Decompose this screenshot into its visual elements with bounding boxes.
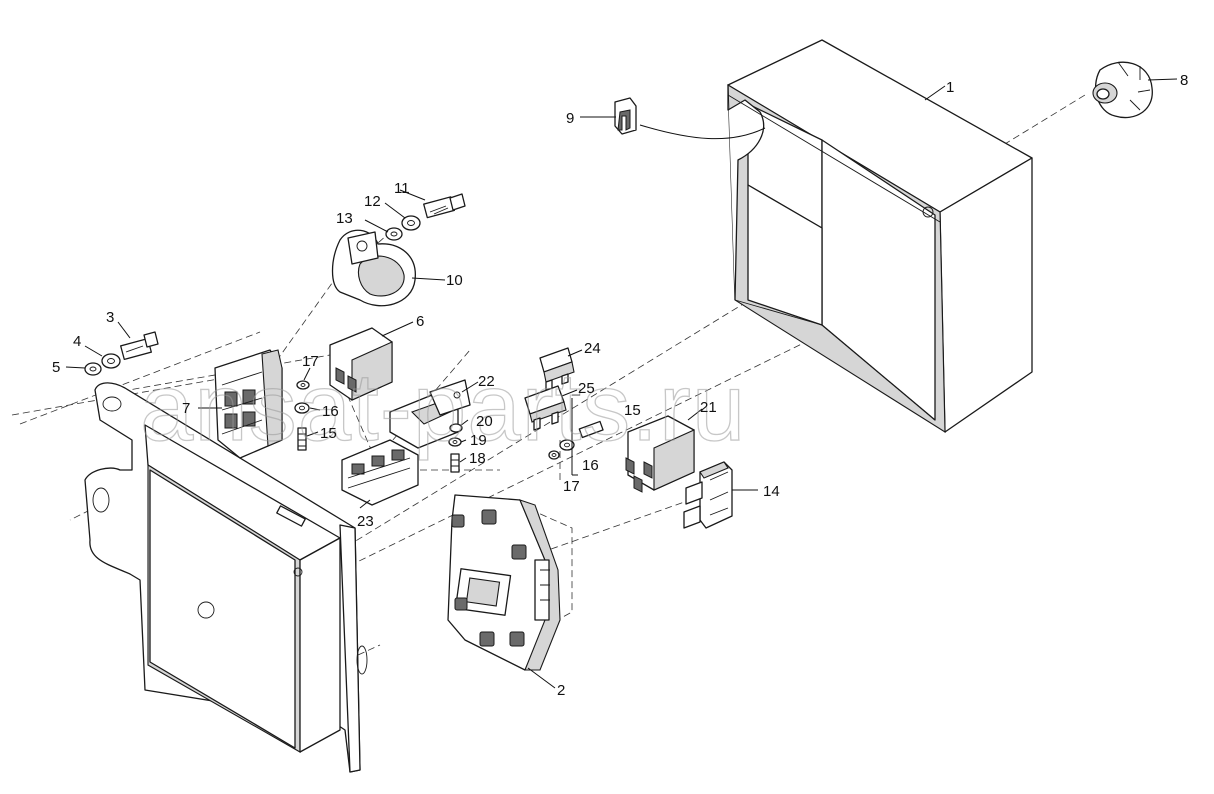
fasteners-right <box>548 420 604 460</box>
callout-16-right: 16 <box>582 457 599 474</box>
callout-20: 20 <box>476 413 493 430</box>
callout-17-right: 17 <box>563 478 580 495</box>
callout-4: 4 <box>73 333 81 350</box>
callout-8: 8 <box>1180 72 1188 89</box>
washer-4 <box>101 353 121 369</box>
fuse-block-23 <box>341 439 419 506</box>
callout-24: 24 <box>584 340 601 357</box>
callout-1: 1 <box>946 79 954 96</box>
callout-3: 3 <box>106 309 114 326</box>
mounting-bolts <box>451 509 527 647</box>
callout-labels: 1 2 3 4 5 6 7 8 9 10 11 12 13 14 15 15 1… <box>52 72 1188 699</box>
maxi-fuse-14 <box>683 461 733 529</box>
control-module <box>144 424 341 753</box>
callout-15-left: 15 <box>320 425 337 442</box>
washer-5 <box>84 362 102 376</box>
callout-5: 5 <box>52 359 60 376</box>
fasteners-left <box>294 380 310 451</box>
fasteners-middle <box>448 423 463 473</box>
clamp <box>331 229 416 307</box>
relay-6 <box>329 327 393 401</box>
blade-fuse-25 <box>524 385 567 431</box>
leader-lines <box>65 78 1178 689</box>
callout-14: 14 <box>763 483 780 500</box>
watermark: ansat-parts.ru <box>140 354 746 461</box>
callout-2: 2 <box>557 682 565 699</box>
callout-15-right: 15 <box>624 402 641 419</box>
connector-22 <box>389 379 471 449</box>
callout-7: 7 <box>182 400 190 417</box>
callout-23: 23 <box>357 513 374 530</box>
callout-9: 9 <box>566 110 574 127</box>
washer-12 <box>401 215 421 231</box>
blade-fuse-24 <box>539 347 575 391</box>
callout-22: 22 <box>478 373 495 390</box>
callout-12: 12 <box>364 193 381 210</box>
knob <box>1092 61 1153 119</box>
callout-6: 6 <box>416 313 424 330</box>
bolt-11 <box>423 193 466 219</box>
edge-trim-clip <box>614 97 637 135</box>
fuse-holder-block <box>214 349 283 459</box>
callout-17-left: 17 <box>302 353 319 370</box>
relay-21 <box>625 415 695 493</box>
cover-box <box>727 39 1033 434</box>
washer-13 <box>385 227 403 241</box>
callout-19: 19 <box>470 432 487 449</box>
circuit-plate <box>447 494 561 671</box>
callout-16-left: 16 <box>322 403 339 420</box>
bolt-3 <box>120 331 159 361</box>
callout-21: 21 <box>700 399 717 416</box>
callout-25: 25 <box>578 380 595 397</box>
callout-10: 10 <box>446 272 463 289</box>
callout-11: 11 <box>394 180 410 197</box>
callout-18: 18 <box>469 450 486 467</box>
callout-13: 13 <box>336 210 353 227</box>
